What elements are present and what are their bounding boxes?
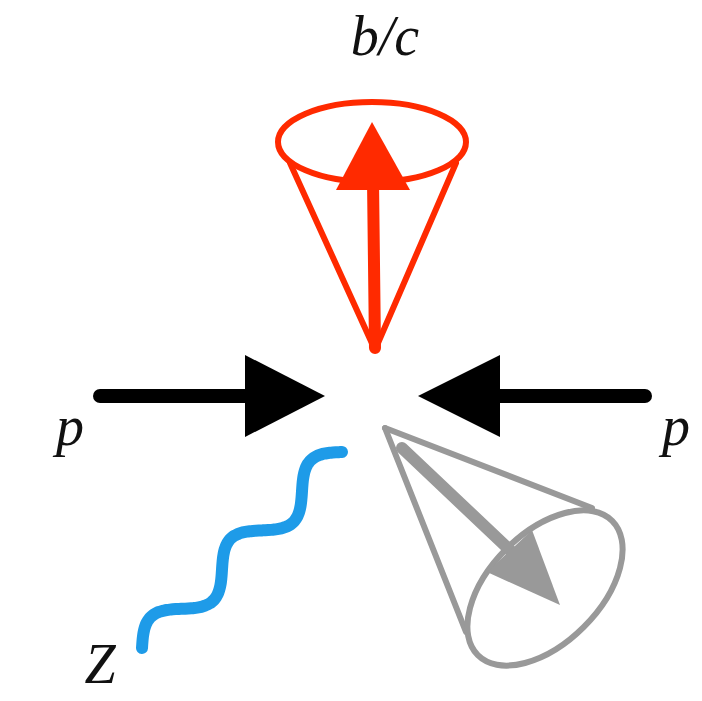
jet-cone-edge: [385, 428, 466, 632]
jet-axis: [402, 448, 515, 555]
proton-beam: [490, 389, 645, 403]
proton-label: p: [56, 398, 84, 454]
jet-axis: [373, 180, 375, 348]
jet-cone-edge: [375, 163, 456, 350]
proton-arrowhead: [245, 355, 325, 437]
proton-label: p: [662, 398, 690, 454]
z-boson-wave: [142, 452, 342, 648]
proton-arrowhead: [418, 355, 500, 437]
jet-flavour-label: b/c: [351, 8, 419, 64]
jet-arrowhead: [336, 122, 410, 190]
jet-arrowhead: [487, 530, 560, 605]
jet-cone-edge: [290, 163, 375, 350]
heavy-flavour-jet: [278, 102, 466, 350]
recoil-jet: [385, 428, 651, 694]
proton-beam: [100, 389, 255, 403]
boson-label: Z: [84, 636, 115, 692]
